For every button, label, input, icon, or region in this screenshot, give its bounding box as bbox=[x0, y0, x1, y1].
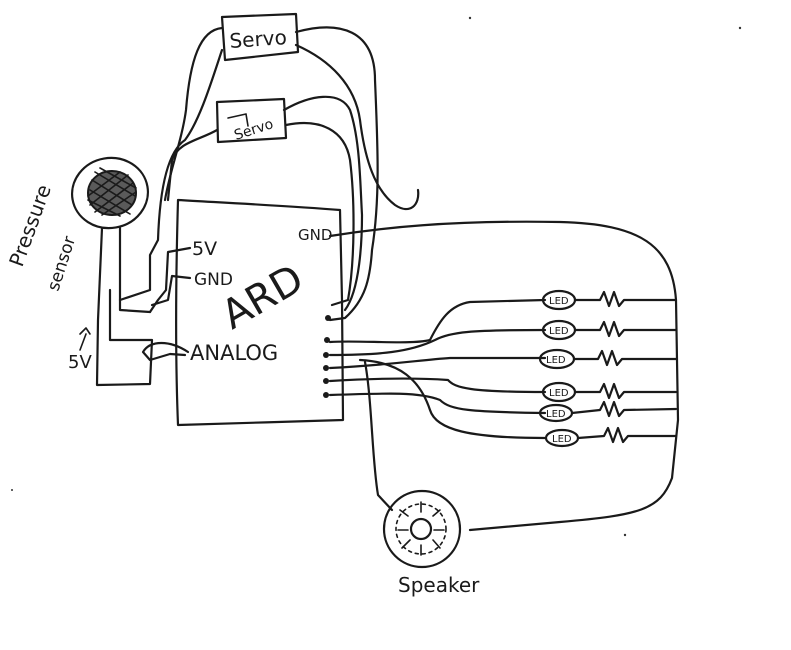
servo-top: Servo bbox=[220, 12, 300, 62]
led-1: LED bbox=[541, 289, 678, 311]
five-v-left-label: 5V bbox=[68, 352, 92, 373]
svg-text:LED: LED bbox=[549, 326, 569, 337]
pressure-sensor-label-line2: sensor bbox=[44, 234, 80, 294]
pressure-sensor-label-line1: Pressure bbox=[4, 181, 56, 269]
arduino-board: ARD 5V GND ANALOG GND bbox=[175, 198, 345, 427]
svg-text:LED: LED bbox=[552, 434, 572, 445]
pin-analog-label: ANALOG bbox=[190, 341, 278, 365]
svg-text:LED: LED bbox=[546, 355, 566, 366]
pin-gnd-right-label: GND bbox=[298, 226, 332, 244]
servo-top-label: Servo bbox=[229, 25, 288, 53]
speaker-label: Speaker bbox=[398, 573, 480, 597]
arduino-label: ARD bbox=[214, 256, 311, 339]
led-4: LED bbox=[541, 381, 678, 403]
led-3: LED bbox=[538, 348, 678, 370]
led-5: LED bbox=[538, 400, 678, 423]
led-6: LED bbox=[544, 426, 678, 448]
pin-5v-label: 5V bbox=[192, 238, 217, 260]
svg-text:LED: LED bbox=[546, 409, 566, 420]
svg-text:LED: LED bbox=[549, 388, 569, 399]
pressure-sensor bbox=[70, 156, 150, 230]
svg-text:LED: LED bbox=[549, 296, 569, 307]
speaker bbox=[382, 489, 462, 569]
led-2: LED bbox=[541, 319, 678, 341]
servo-bottom: Servo bbox=[215, 97, 288, 144]
pin-gnd-label: GND bbox=[194, 270, 233, 290]
